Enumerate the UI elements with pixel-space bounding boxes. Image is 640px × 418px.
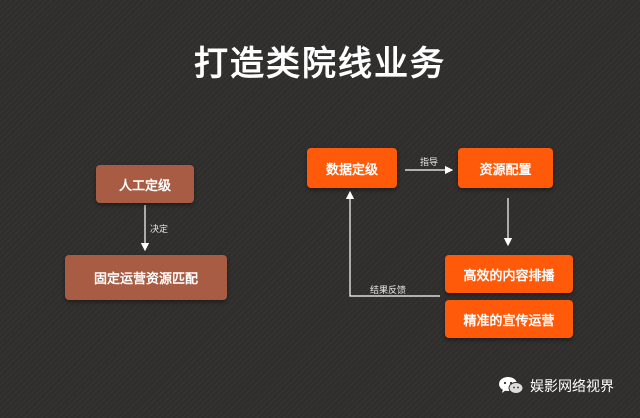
watermark-text: 娱影网络视界 bbox=[530, 379, 614, 395]
manual-rating-box: 人工定级 bbox=[96, 165, 194, 203]
guide-label: 指导 bbox=[420, 158, 439, 168]
content-scheduling-box: 高效的内容排播 bbox=[445, 255, 573, 293]
resource-config-box: 资源配置 bbox=[458, 148, 553, 188]
promotion-ops-box: 精准的宣传运营 bbox=[445, 300, 573, 338]
page-title: 打造类院线业务 bbox=[194, 44, 446, 84]
watermark: 娱影网络视界 bbox=[498, 376, 614, 396]
fixed-resource-box: 固定运营资源匹配 bbox=[65, 255, 227, 300]
wechat-icon bbox=[499, 377, 524, 394]
decide-label: 决定 bbox=[150, 225, 169, 235]
data-rating-box: 数据定级 bbox=[307, 148, 397, 188]
feedback-arrow bbox=[345, 190, 440, 297]
feedback-label: 结果反馈 bbox=[370, 286, 407, 296]
